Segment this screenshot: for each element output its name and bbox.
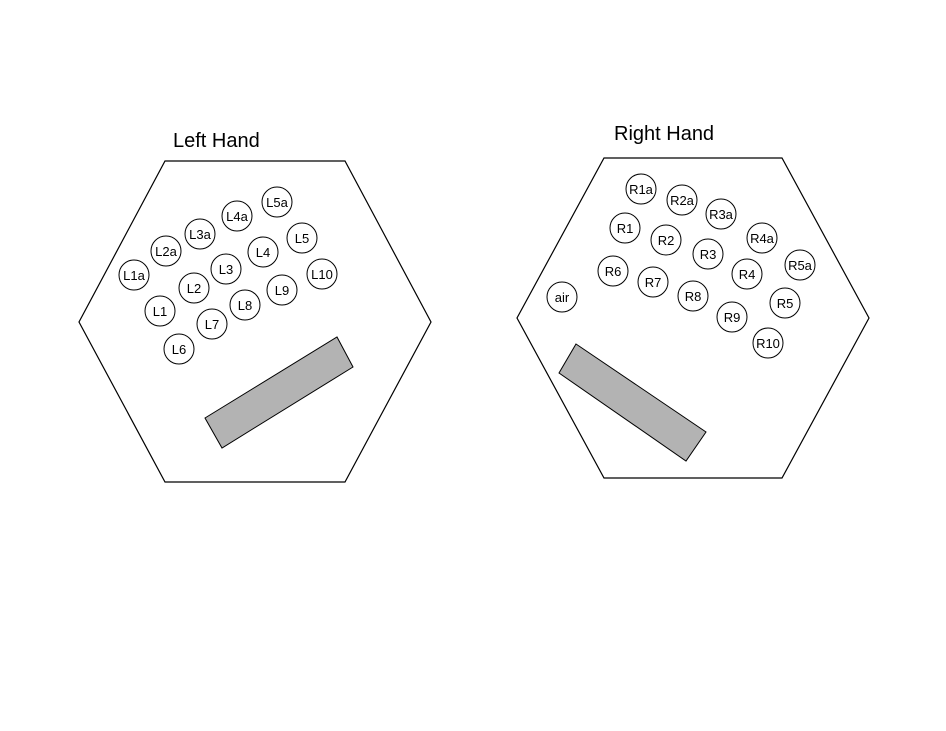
right-hand-panel: Right Hand R1a R2a R3a R4a R5a R1 R2 R3 … <box>516 123 870 479</box>
svg-text:L7: L7 <box>205 317 219 332</box>
left-hand-hexagon <box>78 160 432 483</box>
svg-text:L10: L10 <box>311 267 333 282</box>
button-L2[interactable]: L2 <box>178 272 210 304</box>
button-R1[interactable]: R1 <box>609 212 641 244</box>
button-L5a[interactable]: L5a <box>261 186 293 218</box>
button-L2a[interactable]: L2a <box>150 235 182 267</box>
svg-text:R10: R10 <box>756 336 780 351</box>
svg-text:R5a: R5a <box>788 258 813 273</box>
button-L9[interactable]: L9 <box>266 274 298 306</box>
button-L6[interactable]: L6 <box>163 333 195 365</box>
svg-text:R8: R8 <box>685 289 702 304</box>
button-L5[interactable]: L5 <box>286 222 318 254</box>
button-R5[interactable]: R5 <box>769 287 801 319</box>
button-L8[interactable]: L8 <box>229 289 261 321</box>
svg-text:R4: R4 <box>739 267 756 282</box>
button-air[interactable]: air <box>546 281 578 313</box>
button-L4a[interactable]: L4a <box>221 200 253 232</box>
svg-text:R9: R9 <box>724 310 741 325</box>
left-hand-bar <box>204 336 354 449</box>
svg-text:L1: L1 <box>153 304 167 319</box>
svg-text:L3a: L3a <box>189 227 211 242</box>
svg-text:L2a: L2a <box>155 244 177 259</box>
button-R1a[interactable]: R1a <box>625 173 657 205</box>
button-L1a[interactable]: L1a <box>118 259 150 291</box>
svg-text:R2: R2 <box>658 233 675 248</box>
right-hand-title: Right Hand <box>614 123 714 145</box>
svg-text:L5: L5 <box>295 231 309 246</box>
svg-text:R2a: R2a <box>670 193 695 208</box>
left-hand-panel: Left Hand L1a L2a L3a L4a L5a L5 L10 L4 … <box>78 130 432 483</box>
button-R8[interactable]: R8 <box>677 280 709 312</box>
button-R4a[interactable]: R4a <box>746 222 778 254</box>
svg-text:L5a: L5a <box>266 195 288 210</box>
button-R5a[interactable]: R5a <box>784 249 816 281</box>
button-R3[interactable]: R3 <box>692 238 724 270</box>
button-L7[interactable]: L7 <box>196 308 228 340</box>
button-R6[interactable]: R6 <box>597 255 629 287</box>
svg-text:R7: R7 <box>645 275 662 290</box>
svg-text:L3: L3 <box>219 262 233 277</box>
button-L3a[interactable]: L3a <box>184 218 216 250</box>
svg-text:L4: L4 <box>256 245 270 260</box>
svg-text:L2: L2 <box>187 281 201 296</box>
svg-text:R1a: R1a <box>629 182 654 197</box>
svg-text:L4a: L4a <box>226 209 248 224</box>
svg-text:L1a: L1a <box>123 268 145 283</box>
button-L1[interactable]: L1 <box>144 295 176 327</box>
svg-text:R3a: R3a <box>709 207 734 222</box>
button-L4[interactable]: L4 <box>247 236 279 268</box>
button-R10[interactable]: R10 <box>752 327 784 359</box>
button-R9[interactable]: R9 <box>716 301 748 333</box>
left-hand-title: Left Hand <box>173 130 260 152</box>
svg-text:L9: L9 <box>275 283 289 298</box>
button-L10[interactable]: L10 <box>306 258 338 290</box>
right-hand-bar <box>558 343 707 462</box>
svg-text:air: air <box>555 290 570 305</box>
button-R2a[interactable]: R2a <box>666 184 698 216</box>
svg-text:L6: L6 <box>172 342 186 357</box>
svg-text:L8: L8 <box>238 298 252 313</box>
svg-text:R3: R3 <box>700 247 717 262</box>
svg-text:R1: R1 <box>617 221 634 236</box>
button-R3a[interactable]: R3a <box>705 198 737 230</box>
button-L3[interactable]: L3 <box>210 253 242 285</box>
button-R2[interactable]: R2 <box>650 224 682 256</box>
svg-text:R4a: R4a <box>750 231 775 246</box>
button-R4[interactable]: R4 <box>731 258 763 290</box>
button-R7[interactable]: R7 <box>637 266 669 298</box>
svg-text:R6: R6 <box>605 264 622 279</box>
svg-text:R5: R5 <box>777 296 794 311</box>
